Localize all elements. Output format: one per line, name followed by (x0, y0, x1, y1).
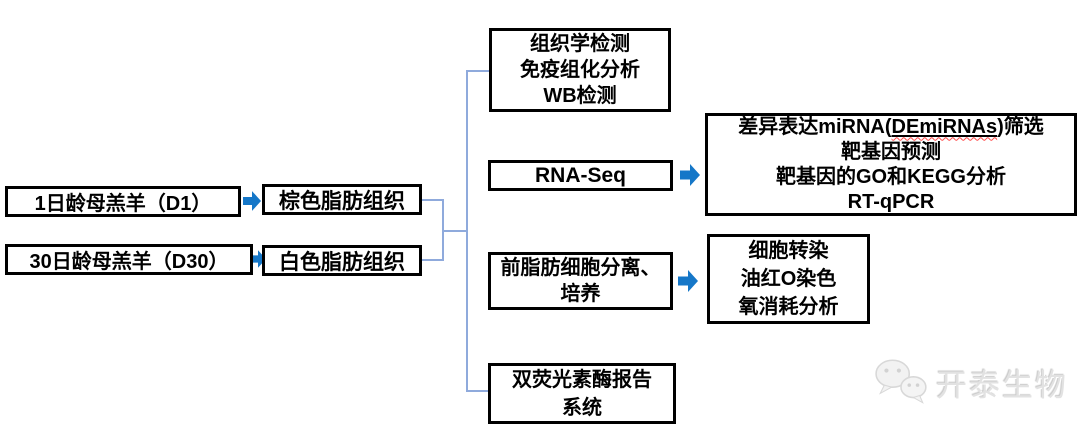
demirnas-highlight: DEmiRNAs (891, 115, 998, 138)
node-d30-ewe-lamb: 30日龄母羔羊（D30） (5, 244, 253, 275)
node-rna-seq: RNA-Seq (488, 160, 673, 191)
connector-bat-stub-line (422, 199, 443, 201)
wechat-logo-icon (875, 359, 927, 404)
preadipocyte-line: 前脂肪细胞分离、 (500, 257, 661, 279)
cell-assays-line: 油红O染色 (740, 268, 837, 290)
preadipocyte-line: 培养 (560, 283, 601, 305)
node-dual-luciferase-reporter: 双荧光素酶报告 系统 (488, 363, 676, 424)
cell-assays-line: 氧消耗分析 (738, 296, 839, 318)
node-cell-assays: 细胞转染 油红O染色 氧消耗分析 (707, 234, 870, 324)
mirna-analysis-line: 差异表达miRNA(DEmiRNAs)筛选 (738, 115, 1044, 138)
connector-wat-stub-line (422, 259, 443, 261)
node-d1-ewe-lamb: 1日龄母羔羊（D1） (5, 186, 241, 217)
mirna-analysis-line: 靶基因的GO和KEGG分析 (775, 165, 1006, 188)
connector-merge-horizontal-line (442, 230, 467, 232)
mirna-analysis-line: 靶基因预测 (841, 140, 941, 163)
node-histology-tests: 组织学检测 免疫组化分析 WB检测 (489, 28, 671, 112)
histology-line: 组织学检测 (530, 33, 630, 55)
connector-dual-luciferase-stub-line (466, 390, 488, 392)
node-mirna-analysis: 差异表达miRNA(DEmiRNAs)筛选 靶基因预测 靶基因的GO和KEGG分… (705, 113, 1077, 216)
cell-assays-line: 细胞转染 (748, 240, 829, 262)
arrow-d1-to-bat-icon (243, 191, 261, 211)
connector-branch-vertical-line (466, 70, 468, 392)
arrow-rnaseq-to-mirna-icon (680, 164, 700, 186)
dual-luciferase-line: 系统 (562, 396, 602, 419)
node-preadipocyte-culture: 前脂肪细胞分离、 培养 (488, 252, 673, 310)
arrow-preadipocyte-to-assays-icon (678, 270, 698, 292)
mirna-analysis-line: RT-qPCR (847, 190, 935, 213)
connector-histology-stub-line (466, 70, 489, 72)
watermark: 开泰生物 (874, 354, 1068, 410)
histology-line: WB检测 (543, 85, 617, 107)
watermark-text: 开泰生物 (936, 367, 1068, 403)
node-brown-adipose-tissue: 棕色脂肪组织 (262, 184, 422, 215)
dual-luciferase-line: 双荧光素酶报告 (512, 368, 652, 391)
node-white-adipose-tissue: 白色脂肪组织 (262, 245, 422, 276)
histology-line: 免疫组化分析 (520, 59, 640, 81)
